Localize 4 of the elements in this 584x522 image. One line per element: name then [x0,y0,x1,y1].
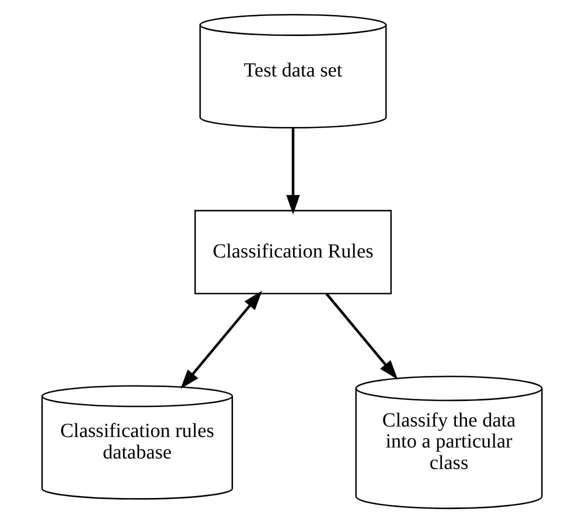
node-box: Classification Rules [194,209,392,294]
arrow [326,292,398,379]
arrow [180,290,262,388]
arrow [286,128,300,214]
